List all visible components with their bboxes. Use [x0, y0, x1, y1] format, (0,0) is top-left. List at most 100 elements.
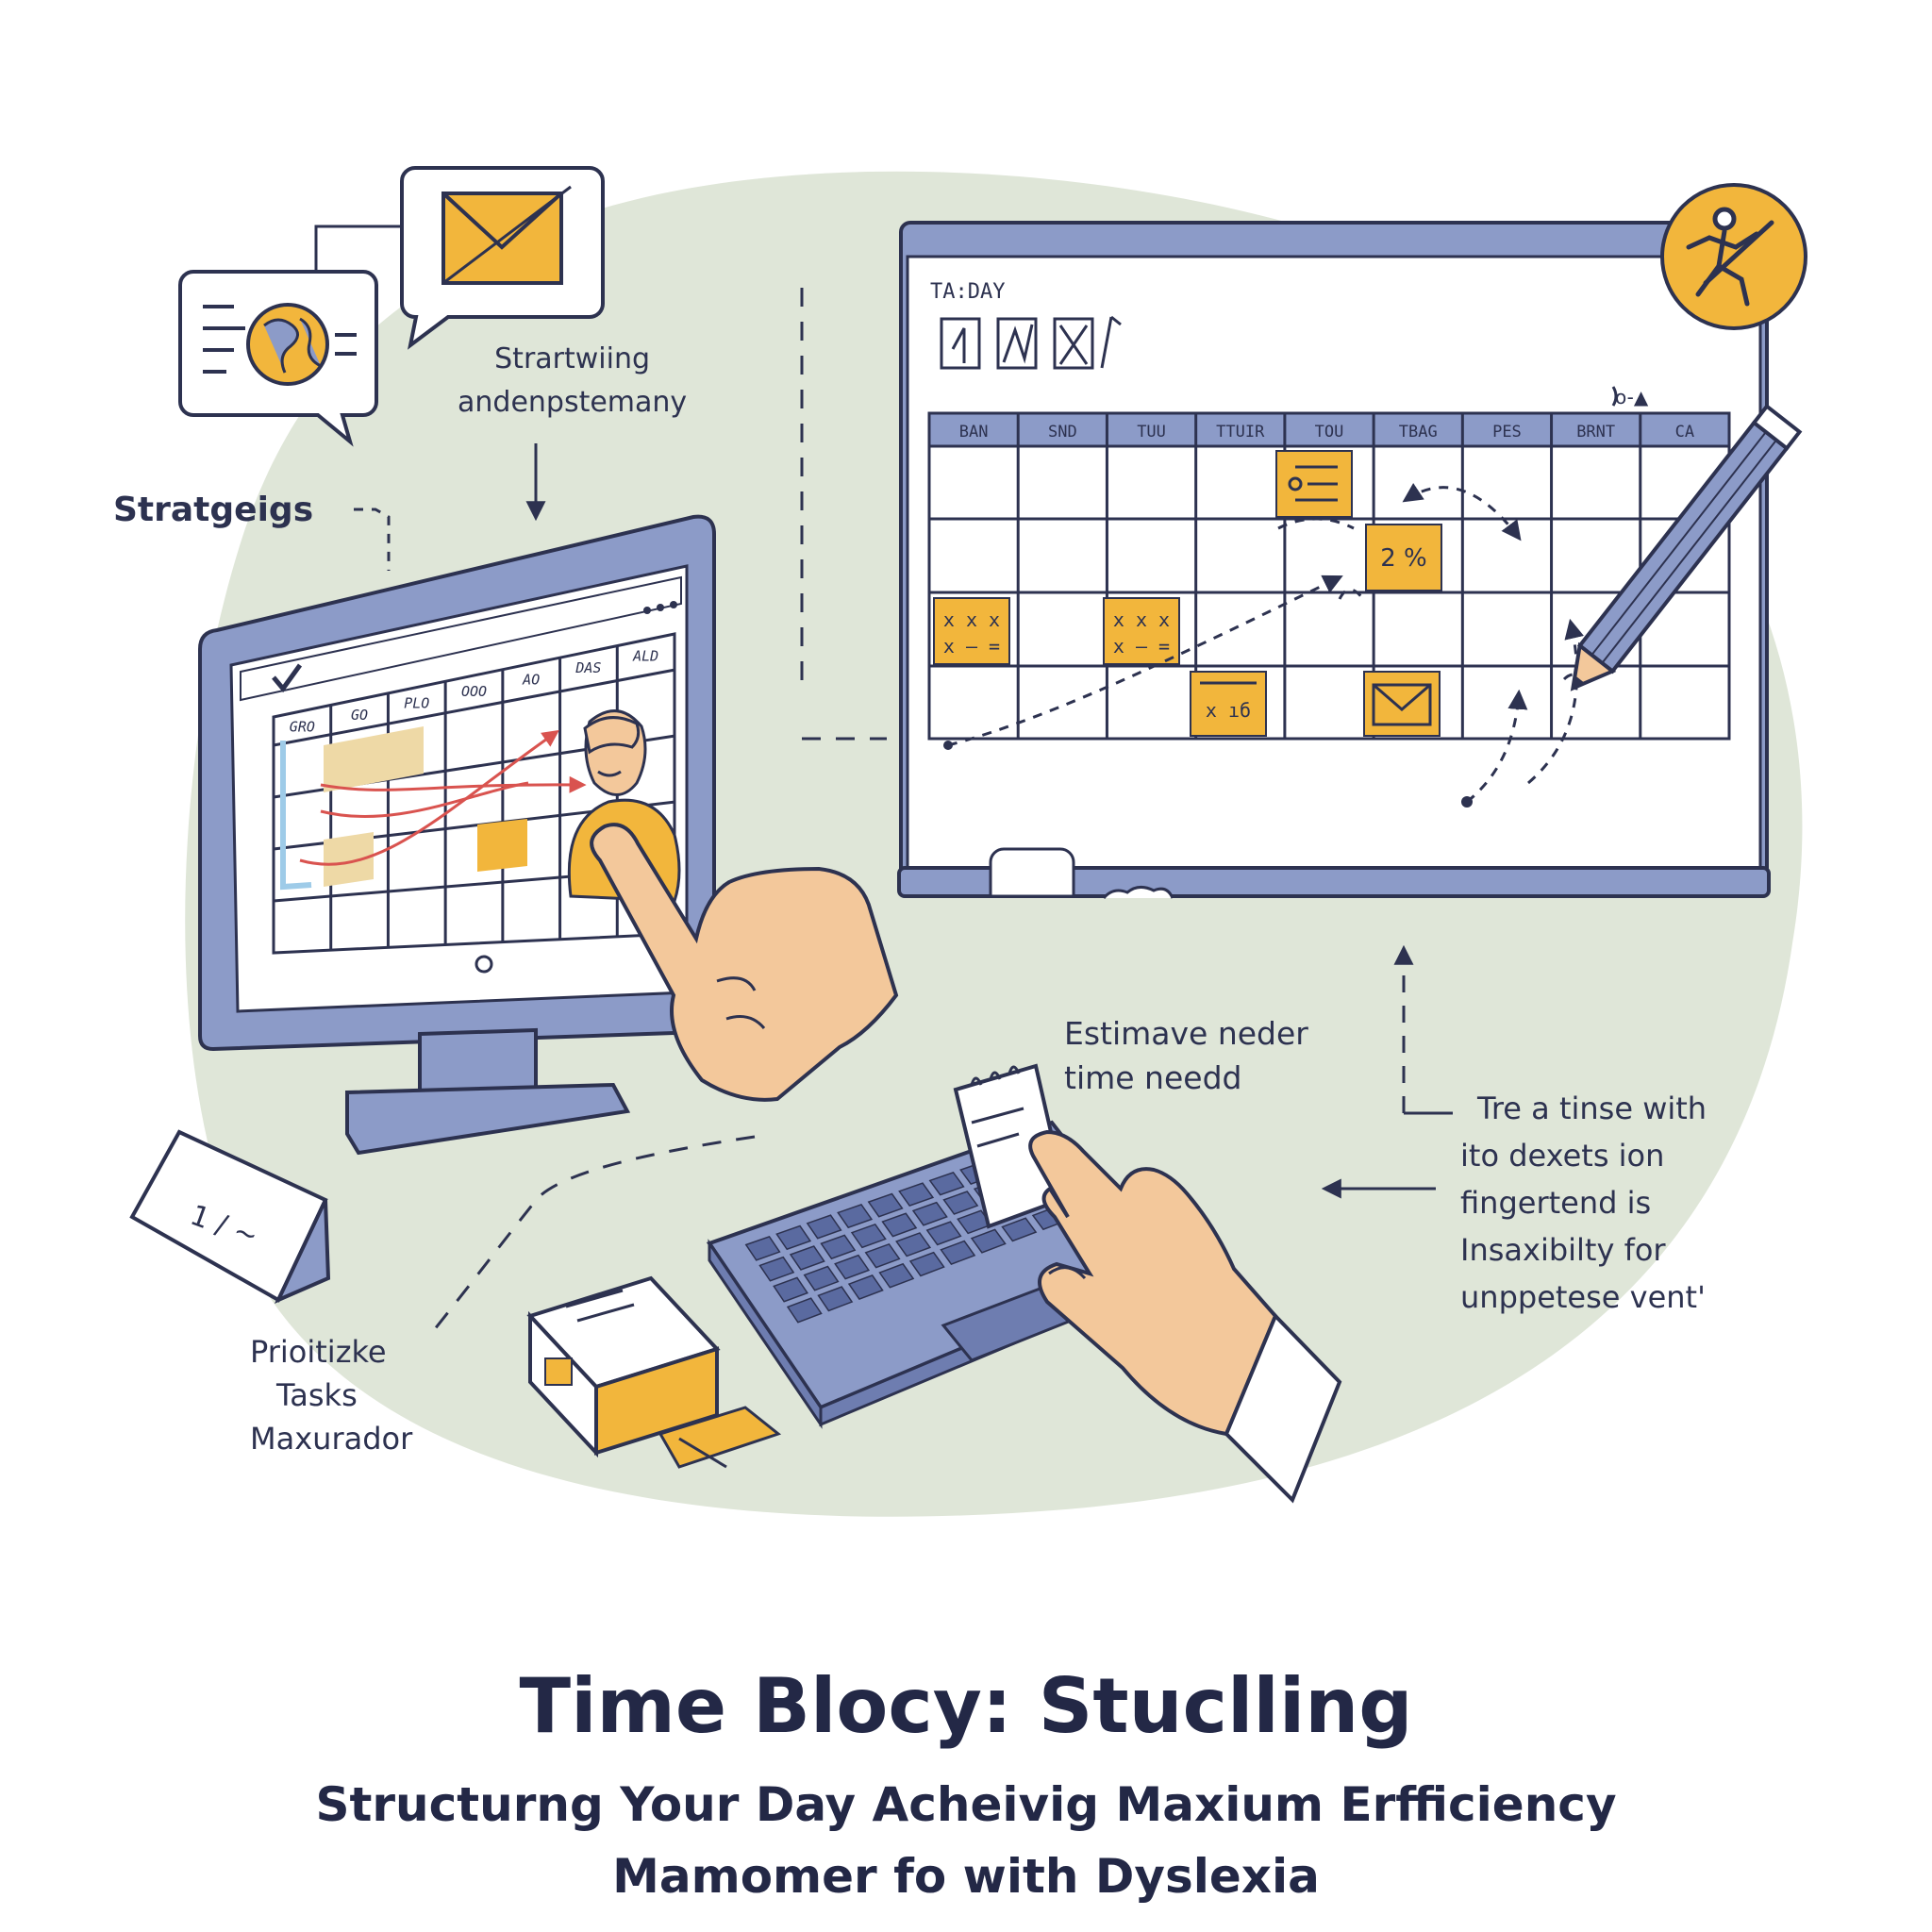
monitor-day-header: OOO	[461, 683, 487, 700]
page-title: Time Blocy: Stuclling	[519, 1662, 1413, 1750]
monitor-stand-base	[345, 1082, 631, 1156]
checkmark-icon	[272, 663, 303, 693]
keyboard-key	[970, 1228, 1007, 1254]
globe-icon	[246, 303, 329, 386]
calendar-day-header: TTUIR	[1216, 423, 1265, 441]
page-subtitle: Structurng Your Day Acheivig Maxium Erff…	[315, 1777, 1617, 1832]
keyboard-key	[837, 1203, 874, 1229]
monitor-day-header: GRO	[290, 719, 315, 736]
keyboard-key	[878, 1262, 915, 1289]
globe-chat-bubble	[178, 270, 378, 447]
keyboard-key	[942, 1191, 979, 1215]
monitor-task-block	[324, 832, 374, 887]
runner-icon	[1686, 207, 1774, 307]
dashed-path	[432, 1135, 756, 1331]
keyboard-key	[911, 1201, 948, 1226]
starting-label: Strartwiing andenpstemany	[458, 338, 687, 425]
calendar-grid: BAN SND TUU TTUIR TOU TBAG PES BRNT CA 2 % x x x…	[927, 411, 1731, 741]
keyboard-key	[773, 1276, 809, 1303]
eraser	[989, 847, 1075, 898]
estimate-label-line: time needd	[1064, 1059, 1242, 1096]
calendar-day-headers: BAN SND TUU TTUIR TOU TBAG PES BRNT CA	[959, 423, 1694, 441]
folded-card: 1 / ~	[129, 1129, 331, 1304]
time-with-label-line: Insaxibilty for	[1460, 1232, 1666, 1268]
monitor-day-header: GO	[351, 707, 368, 724]
hand-icon	[1028, 1129, 1342, 1504]
page-subtitle-2: Mamomer fo with Dyslexia	[612, 1849, 1320, 1904]
keyboard-key	[817, 1286, 854, 1312]
monitor-bracket	[280, 741, 312, 891]
monitor-day-header: AO	[522, 671, 540, 688]
calendar-day-header: TBAG	[1399, 423, 1438, 441]
keyboard-key	[898, 1182, 935, 1208]
monitor: GRO GO PLO OOO AO DAS ALD	[198, 514, 716, 1156]
keyboard-key	[908, 1251, 945, 1277]
envelope-icon	[441, 185, 572, 285]
calendar-day-header: TOU	[1315, 423, 1344, 441]
keyboard-key	[940, 1240, 976, 1266]
keyboard-key	[803, 1265, 840, 1291]
time-with-label: Tre a tinse with ito dexets ion fingerte…	[1460, 1085, 1707, 1321]
task-x16: x ıб	[1206, 699, 1251, 722]
calendar-day-header: BRNT	[1576, 423, 1615, 441]
board-tally-marks	[940, 315, 1122, 370]
calendar-day-header: PES	[1492, 423, 1522, 441]
task-xdash: x – =	[1113, 635, 1170, 658]
prioritize-label-line: Maxurador	[250, 1421, 413, 1457]
task-block-lines	[1288, 465, 1338, 502]
calendar-day-header: BAN	[959, 423, 989, 441]
prioritize-label-line: Prioitizke	[250, 1334, 387, 1370]
calendar-day-header: SND	[1048, 423, 1077, 441]
estimate-label-line: Estimave neder	[1064, 1015, 1308, 1052]
keyboard-key	[758, 1256, 795, 1282]
keyboard-key	[1001, 1217, 1038, 1242]
calendar-day-header: CA	[1675, 423, 1694, 441]
strategies-label: Stratgeigs	[113, 491, 314, 529]
task-block	[933, 597, 1010, 665]
keyboard-key	[744, 1235, 781, 1261]
keyboard-key	[786, 1297, 823, 1324]
time-with-label-line: ito dexets ion	[1460, 1138, 1665, 1174]
keyboard-key	[867, 1192, 904, 1218]
keyboard-key	[806, 1214, 842, 1240]
task-percent: 2 %	[1380, 544, 1427, 573]
monitor-day-header: DAS	[575, 659, 601, 676]
keyboard-key	[775, 1224, 812, 1251]
monitor-red-arrows	[299, 729, 587, 866]
board-note: o-▲	[1615, 386, 1649, 408]
keyboard-key	[820, 1234, 857, 1260]
monitor-day-header: ALD	[632, 647, 658, 664]
starting-label-line: andenpstemany	[458, 386, 688, 419]
envelope-chat-bubble	[400, 166, 605, 350]
connector-line	[314, 225, 401, 274]
board-heading: TA:DAY	[930, 280, 1005, 304]
whiteboard: TA:DAY BAN SND TUU TTUIR TOU TBAG PES BRNT CA 2 …	[897, 221, 1803, 900]
monitor-day-header: PLO	[404, 695, 429, 712]
envelope-icon	[1372, 683, 1432, 726]
keyboard-key	[895, 1232, 932, 1257]
hand-icon	[590, 823, 899, 1102]
calendar-day-header: TUU	[1137, 423, 1166, 441]
monitor-task-block	[477, 819, 527, 872]
prioritize-label-line: Tasks	[276, 1377, 358, 1413]
estimate-label: Estimave neder time needd	[1064, 1011, 1308, 1100]
runner-badge	[1660, 183, 1807, 330]
prioritize-label: Prioitizke Tasks Maxurador	[250, 1330, 412, 1460]
flow-dot	[943, 741, 953, 750]
starting-label-line: Strartwiing	[494, 342, 651, 375]
keyboard-key	[789, 1245, 825, 1271]
keyboard-key	[925, 1221, 962, 1246]
keyboard-key	[881, 1212, 918, 1238]
time-with-label-line: unppetese vent'	[1460, 1279, 1706, 1315]
monitor-task-block	[374, 726, 424, 783]
printer-icon	[526, 1275, 782, 1469]
task-xxx: x x x	[943, 608, 1000, 631]
board-flow-arrows	[947, 482, 1585, 804]
monitor-title-bar	[240, 575, 682, 702]
marker-tray-item	[1102, 886, 1174, 900]
keyboard-key	[847, 1274, 884, 1300]
monitor-day-headers: GRO GO PLO OOO AO DAS ALD	[290, 647, 658, 735]
task-block	[1103, 597, 1180, 665]
pencil-icon	[1570, 403, 1803, 691]
